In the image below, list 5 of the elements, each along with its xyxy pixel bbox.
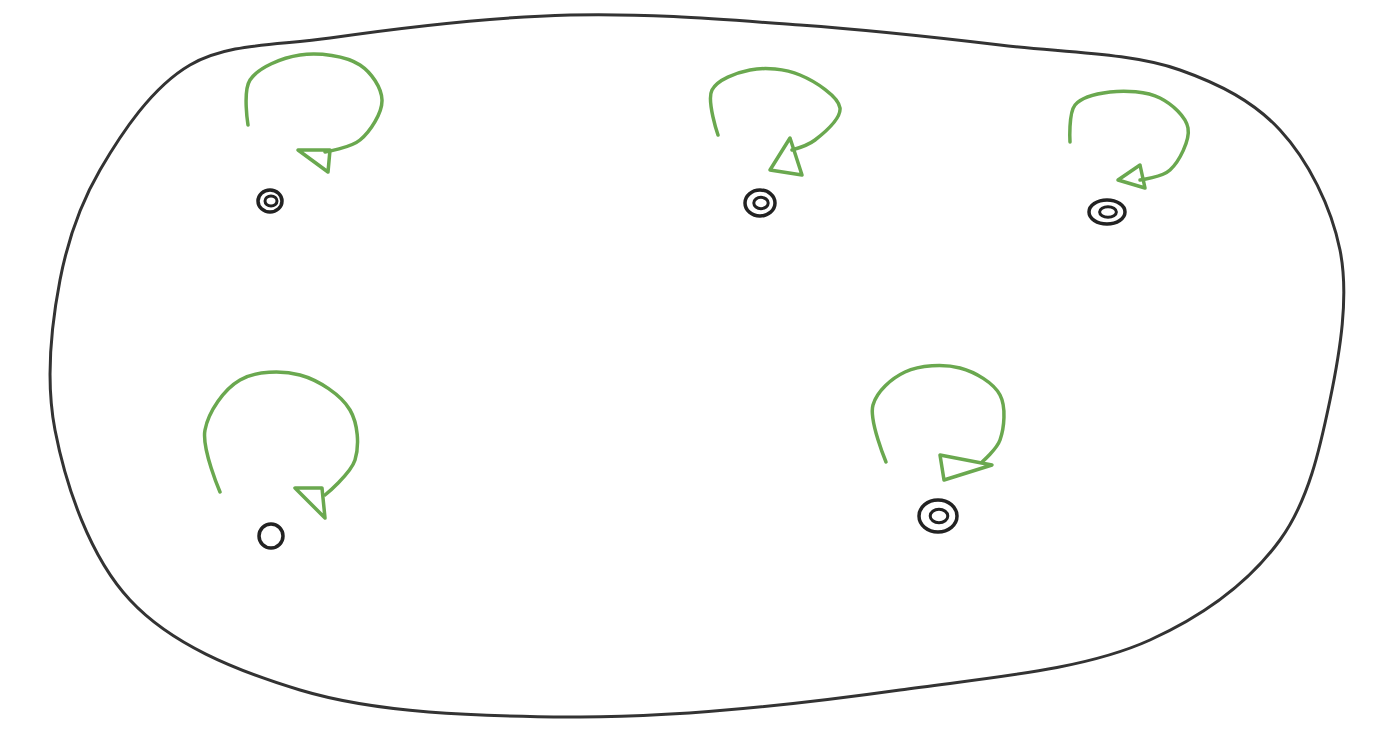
- point-marker: [256, 520, 286, 552]
- point-marker: [1086, 196, 1128, 228]
- point-marker: [742, 186, 778, 220]
- point-marker: [916, 496, 960, 536]
- point-marker: [255, 186, 285, 216]
